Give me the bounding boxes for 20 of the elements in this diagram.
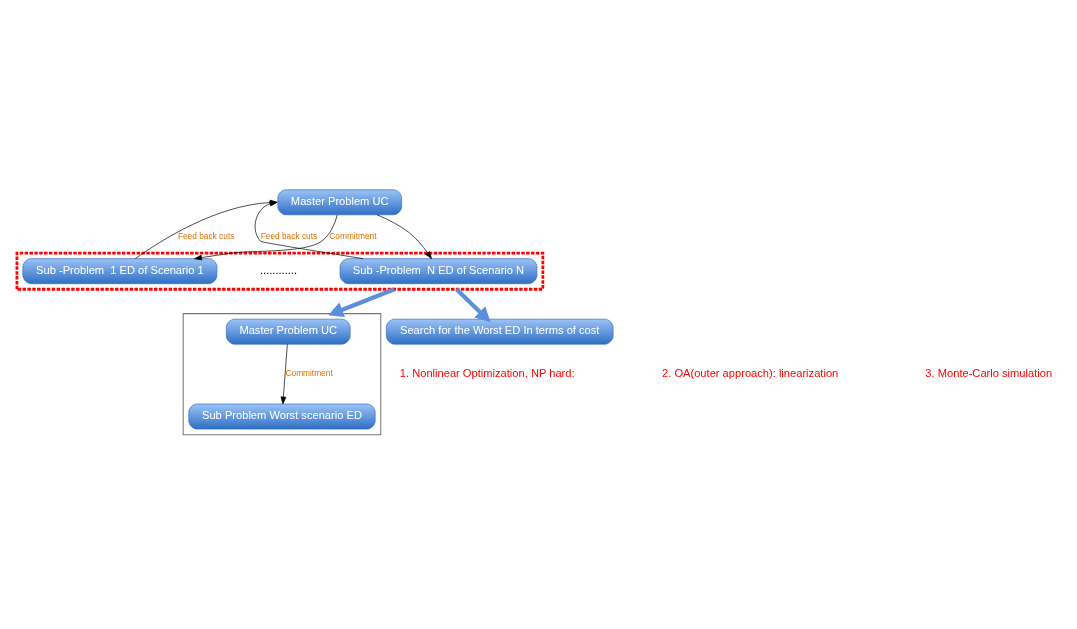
edge-label: Commitment	[329, 230, 377, 241]
arrow	[455, 287, 491, 322]
node-box: Sub -Problem N ED of Scenario N	[339, 257, 538, 284]
arrow	[194, 214, 338, 260]
edge-label: Feed back cuts	[177, 230, 235, 241]
label: 2. OA(outer approach): linearization	[662, 366, 839, 379]
node-box: Master Problem UC	[226, 318, 351, 345]
edge-label: Commitment	[285, 367, 333, 378]
label: 1. Nonlinear Optimization, NP hard:	[399, 366, 575, 379]
node-box: Master Problem UC	[277, 188, 402, 215]
label: ............	[259, 263, 298, 276]
arrow	[280, 343, 288, 404]
node-box: Sub Problem Worst scenario ED	[188, 403, 376, 429]
arrow	[328, 286, 396, 317]
label: 3. Monte-Carlo simulation	[925, 366, 1053, 379]
arrow	[376, 214, 432, 259]
node-box: Sub -Problem 1 ED of Scenario 1	[22, 257, 218, 284]
edge-label: Feed back cuts	[260, 230, 318, 241]
node-box: Search for the Worst ED In terms of cost	[385, 318, 614, 345]
cluster	[182, 312, 382, 435]
